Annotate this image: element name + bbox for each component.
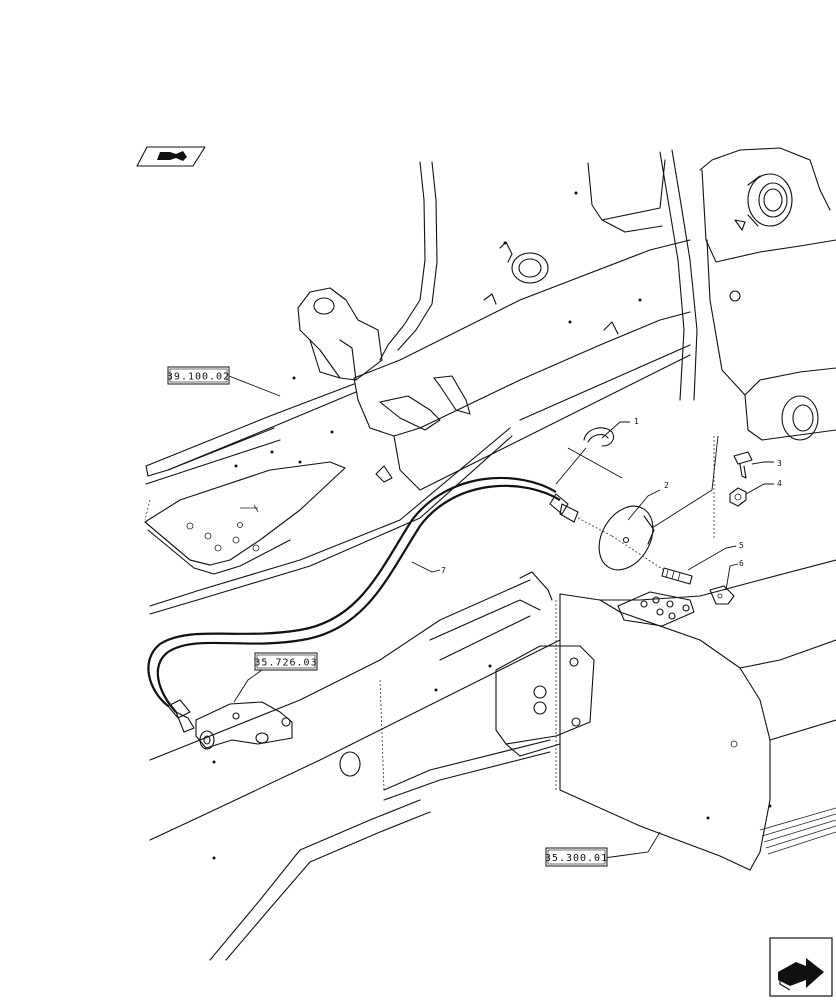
exploded-parts — [583, 427, 753, 605]
book-pointer-icon[interactable] — [136, 146, 206, 167]
reference-label: 35.726.03 — [254, 658, 317, 669]
upper-beam — [144, 239, 691, 615]
callout-6: 6 — [739, 559, 744, 568]
callout-3: 3 — [777, 459, 782, 468]
reference-39-100-02[interactable]: 39.100.02 — [167, 366, 230, 385]
reference-label: 39.100.02 — [167, 372, 230, 383]
callouts: 1 2 3 4 5 6 7 — [228, 375, 782, 859]
reference-35-726-03[interactable]: 35.726.03 — [254, 652, 318, 671]
callout-1: 1 — [634, 417, 639, 426]
reference-label: 35.300.01 — [545, 853, 608, 864]
callout-5: 5 — [739, 541, 744, 550]
chassis-rail — [149, 571, 561, 961]
next-page-arrow-icon[interactable] — [769, 937, 833, 997]
reference-35-300-01[interactable]: 35.300.01 — [545, 847, 608, 867]
cab-frame — [379, 147, 836, 441]
callout-7: 7 — [441, 566, 446, 575]
hose-bracket — [195, 701, 293, 750]
hydraulic-hose — [147, 476, 613, 733]
callout-2: 2 — [664, 481, 669, 490]
callout-4: 4 — [777, 479, 782, 488]
hydraulic-tank — [495, 559, 836, 871]
